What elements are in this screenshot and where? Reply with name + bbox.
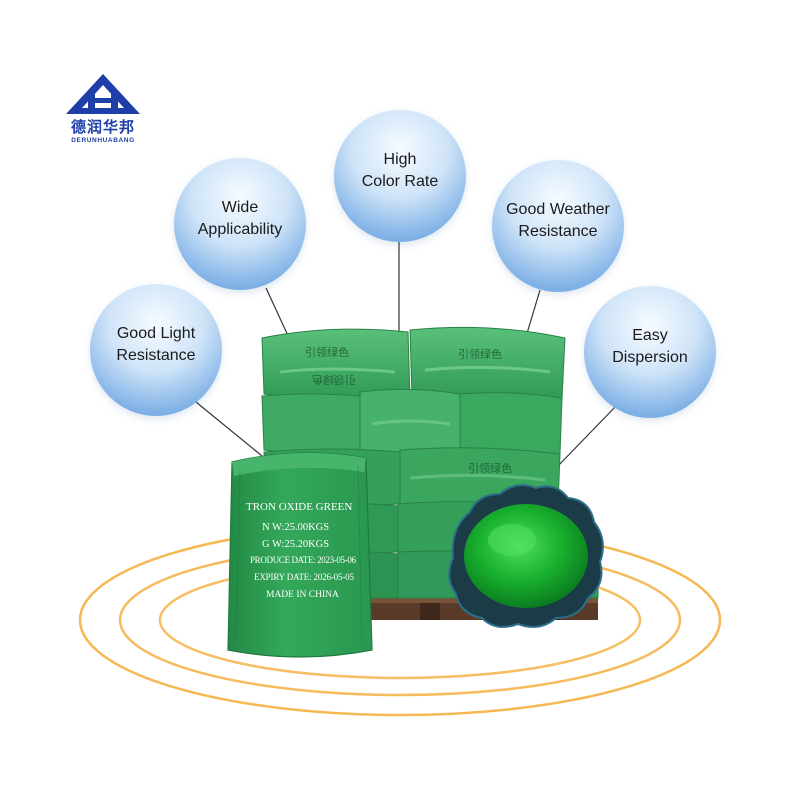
stack-print-top-left: 引领绿色 (305, 345, 349, 359)
feature-label: Wide Applicability (197, 199, 283, 238)
stack-bag-print: 引领绿色 引领绿色 引领绿色 引领绿色 (305, 345, 512, 475)
connector-wide (265, 287, 291, 341)
bag-net-weight: N W:25.00KGS (262, 522, 329, 533)
stack-bag (409, 326, 566, 402)
stack-print-mid-right: 引领绿色 (468, 461, 512, 475)
feature-bubble-wide-applicability: Wide Applicability (174, 158, 306, 290)
feature-label: High Color Rate (361, 151, 439, 190)
bag-origin: MADE IN CHINA (266, 590, 339, 600)
connector-dispersion (555, 403, 619, 469)
front-bag-print: TRON OXIDE GREEN N W:25.00KGS G W:25.20K… (246, 501, 357, 600)
feature-bubble-good-light-resistance: Good Light Resistance (90, 284, 222, 416)
brand-logo: 德润华邦 DERUNHUABANG (62, 72, 144, 145)
stack-print-top-right: 引领绿色 (458, 347, 502, 361)
stack-print-top-mid: 引领绿色 (312, 373, 356, 387)
pigment-powder (464, 504, 588, 608)
bag-expiry-date: EXPIRY DATE: 2026-05-05 (254, 572, 355, 582)
stack-bag (261, 393, 361, 455)
logo-mark-icon (66, 74, 140, 114)
connector-light (195, 401, 263, 457)
bag-produce-date: PRODUCE DATE: 2023-05-06 (250, 555, 357, 565)
feature-label: Good Weather Resistance (506, 201, 610, 240)
front-bag (227, 452, 373, 658)
bag-gross-weight: G W:25.20KGS (262, 539, 329, 550)
feature-bubble-good-weather-resistance: Good Weather Resistance (492, 160, 624, 292)
brand-name-en: DERUNHUABANG (71, 137, 135, 144)
feature-label: Easy Dispersion (612, 327, 688, 366)
feature-bubble-high-color-rate: High Color Rate (334, 110, 466, 242)
brand-name-cn: 德润华邦 (70, 118, 135, 136)
connector-lines (195, 242, 619, 469)
pigment-bowl (448, 484, 604, 628)
feature-bubble-easy-dispersion: Easy Dispersion (584, 286, 716, 418)
feature-label: Good Light Resistance (116, 325, 196, 364)
stack-bag (459, 392, 563, 457)
bag-product-name: TRON OXIDE GREEN (246, 501, 352, 513)
